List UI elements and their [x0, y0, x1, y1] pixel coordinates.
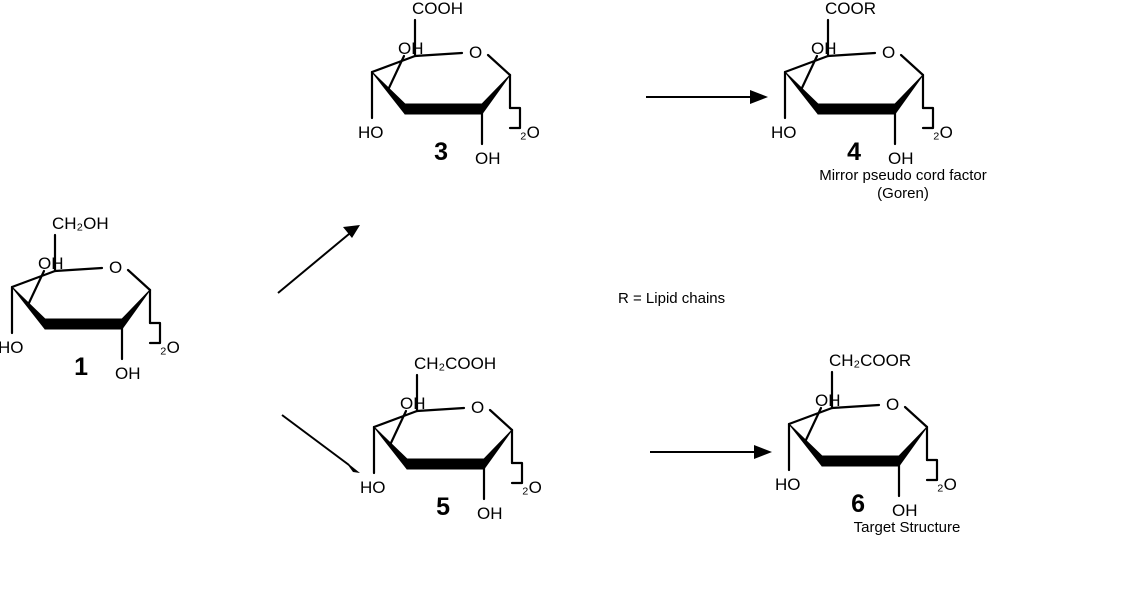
wedge-c4-c3	[373, 426, 408, 470]
compound-number: 5	[436, 493, 450, 521]
wedge-c2-c1	[481, 74, 511, 115]
hydroxyl-label-left: HO	[360, 478, 386, 497]
ring-oxygen-label: O	[469, 43, 482, 62]
substituent-label: CH₂OH	[52, 214, 109, 233]
bond-c4-c5	[783, 54, 830, 74]
arrows	[277, 90, 772, 473]
wedge-c2-c1	[894, 74, 924, 115]
bold-bond-c3-c2	[821, 455, 900, 467]
bond-c4-c5	[370, 54, 417, 74]
linkage-bracket	[510, 461, 524, 485]
hydroxyl-label-top: OH	[815, 391, 841, 410]
arrow-5-to-6	[650, 445, 772, 459]
bond-o-c1	[899, 53, 925, 77]
substituent-label: COOR	[825, 0, 876, 18]
linkage-label: ₂O	[160, 338, 180, 357]
bond-c4-c5	[372, 409, 419, 429]
wedge-c4-c3	[784, 71, 819, 115]
arrow-1-to-5	[281, 414, 360, 473]
substituent-label: COOH	[412, 0, 463, 18]
hydroxyl-label-left: HO	[0, 338, 24, 357]
bond-o-c1	[488, 408, 514, 432]
bold-bond-c3-c2	[404, 103, 483, 115]
bold-bond-c3-c2	[44, 318, 123, 330]
linkage-label: ₂O	[937, 475, 957, 494]
molecule-5: CH₂COOH O OH HO OH ₂O 5	[360, 354, 542, 523]
bond-o-c1	[486, 53, 512, 77]
hydroxyl-label-top: OH	[811, 39, 837, 58]
bold-bond-c3-c2	[406, 458, 485, 470]
hydroxyl-label-bottom: OH	[888, 149, 914, 168]
ring-oxygen-label: O	[471, 398, 484, 417]
linkage-label: ₂O	[522, 478, 542, 497]
linkage-bracket	[148, 321, 162, 345]
hydroxyl-label-bottom: OH	[115, 364, 141, 383]
bond-c3-oh	[803, 406, 823, 444]
bond-c5-o	[413, 51, 464, 58]
bond-c5-o	[826, 51, 877, 58]
bond-c4-c5	[787, 406, 834, 426]
compound-number: 4	[847, 138, 861, 166]
molecule-1: CH₂OH O OH HO OH ₂O 1	[0, 214, 180, 383]
linkage-bracket	[921, 106, 935, 130]
hydroxyl-label-left: HO	[775, 475, 801, 494]
bond-c5-o	[415, 406, 466, 413]
compound-caption-line: Target Structure	[854, 519, 961, 536]
bond-c3-oh	[386, 54, 406, 92]
wedge-c4-c3	[11, 286, 46, 330]
hydroxyl-label-top: OH	[38, 254, 64, 273]
bond-c3-oh	[388, 409, 408, 447]
legend-text: R = Lipid chains	[618, 290, 725, 307]
bold-bond-c3-c2	[817, 103, 896, 115]
hydroxyl-label-top: OH	[400, 394, 426, 413]
wedge-c2-c1	[121, 289, 151, 330]
substituent-label: CH₂COOH	[414, 354, 496, 373]
compound-number: 6	[851, 490, 865, 518]
hydroxyl-label-bottom: OH	[477, 504, 503, 523]
wedge-c2-c1	[483, 429, 513, 470]
bond-c4-c5	[10, 269, 57, 289]
ring-oxygen-label: O	[886, 395, 899, 414]
compound-caption-line: (Goren)	[877, 185, 929, 202]
bond-o-c1	[126, 268, 152, 292]
compound-caption-line: Mirror pseudo cord factor	[819, 167, 987, 184]
molecule-3: COOH O OH HO OH ₂O 3	[358, 0, 540, 168]
substituent-label: CH₂COOR	[829, 351, 911, 370]
hydroxyl-label-bottom: OH	[892, 501, 918, 520]
compound-number: 3	[434, 138, 448, 166]
hydroxyl-label-left: HO	[771, 123, 797, 142]
molecules: CH₂OHOOHHOOH₂O1COOHOOHHOOH₂O3COOROOHHOOH…	[0, 0, 987, 536]
ring-oxygen-label: O	[109, 258, 122, 277]
bond-c5-o	[830, 403, 881, 410]
wedge-c4-c3	[788, 423, 823, 467]
linkage-label: ₂O	[933, 123, 953, 142]
arrow-1-to-3	[277, 225, 360, 294]
bond-o-c1	[903, 405, 929, 429]
bond-c3-oh	[799, 54, 819, 92]
arrow-3-to-4	[646, 90, 768, 104]
wedge-c4-c3	[371, 71, 406, 115]
compound-number: 1	[74, 353, 88, 381]
bond-c3-oh	[26, 269, 46, 307]
hydroxyl-label-bottom: OH	[475, 149, 501, 168]
hydroxyl-label-top: OH	[398, 39, 424, 58]
bond-c5-o	[53, 266, 104, 273]
linkage-bracket	[925, 458, 939, 482]
linkage-bracket	[508, 106, 522, 130]
ring-oxygen-label: O	[882, 43, 895, 62]
wedge-c2-c1	[898, 426, 928, 467]
linkage-label: ₂O	[520, 123, 540, 142]
hydroxyl-label-left: HO	[358, 123, 384, 142]
